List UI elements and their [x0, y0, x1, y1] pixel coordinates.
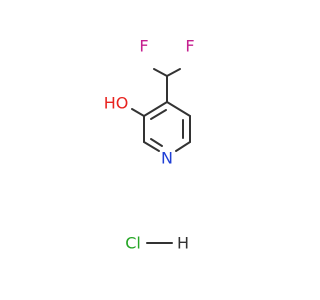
nitrogen-label: N	[161, 149, 173, 168]
fluorine-left-label: F	[139, 37, 148, 56]
bond-c3-oh	[131, 108, 145, 117]
bond-n-c6	[175, 141, 191, 152]
hydrogen-label: H	[177, 234, 189, 253]
bond-c4-c3	[143, 101, 168, 117]
structure-diagram: F F HO N Cl H	[104, 37, 195, 253]
bond-chf2-f-left	[153, 68, 168, 77]
bond-chf2-f-right	[166, 68, 181, 77]
double-bond-c4-c3	[150, 109, 167, 120]
hydroxyl-label: HO	[104, 94, 129, 113]
bond-c5-c4	[166, 101, 191, 117]
chlorine-label: Cl	[125, 234, 141, 253]
double-bond-c2-n	[150, 138, 163, 147]
bond-c2-n	[143, 141, 160, 152]
fluorine-right-label: F	[185, 37, 194, 56]
